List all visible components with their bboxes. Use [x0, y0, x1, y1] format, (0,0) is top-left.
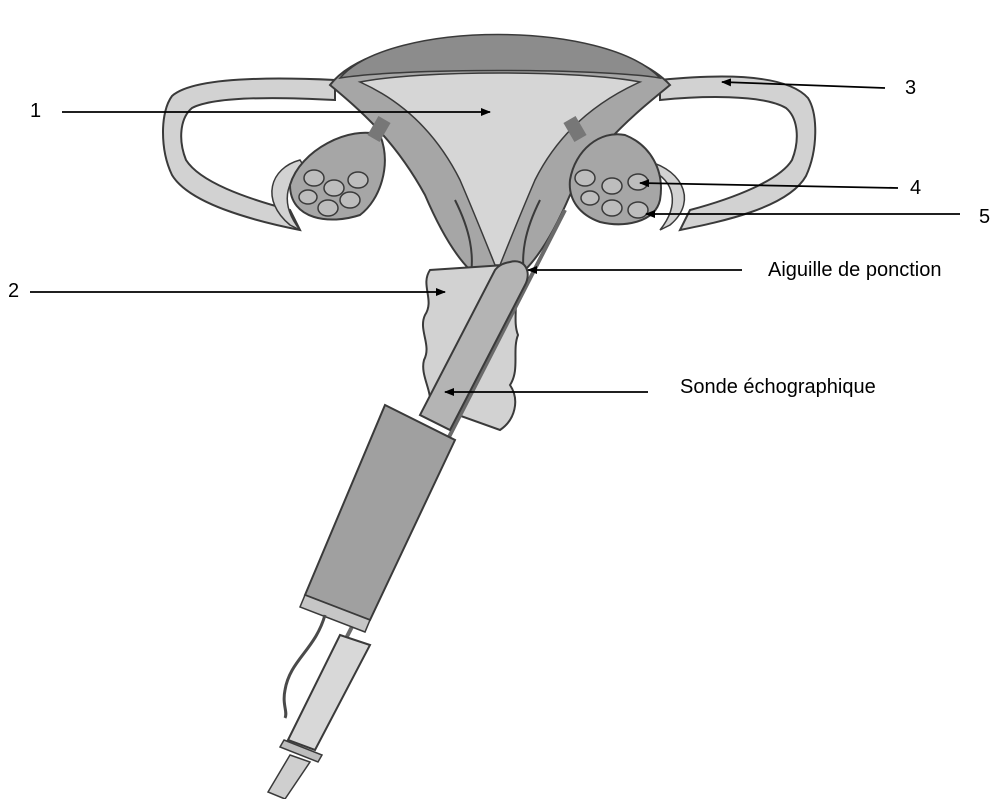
- label-3: 3: [905, 78, 916, 98]
- ultrasound-probe-handle: [305, 405, 455, 620]
- label-1: 1: [30, 101, 41, 121]
- label-puncture-needle: Aiguille de ponction: [768, 260, 941, 280]
- label-4: 4: [910, 178, 921, 198]
- label-2: 2: [8, 281, 19, 301]
- label-ultrasound-probe: Sonde échographique: [680, 377, 876, 397]
- syringe-barrel: [288, 635, 370, 750]
- syringe-plunger: [268, 755, 310, 799]
- label-5: 5: [979, 207, 990, 227]
- left-ovary: [290, 116, 391, 220]
